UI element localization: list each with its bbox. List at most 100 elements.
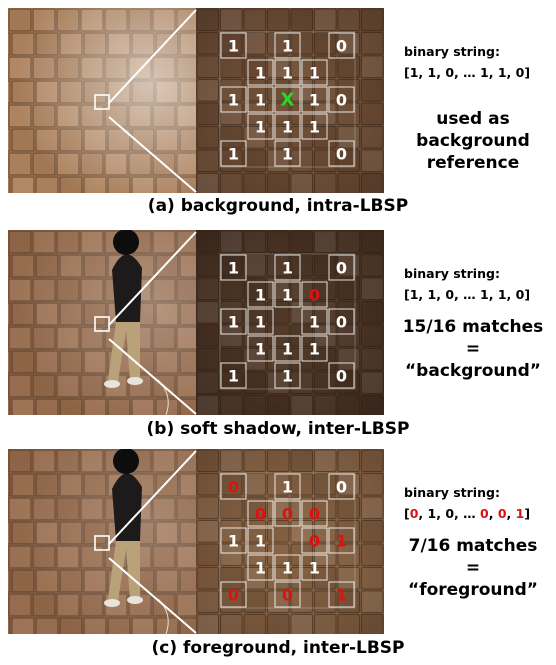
pattern-cell — [247, 308, 274, 335]
patch-pixel — [314, 32, 337, 55]
patch-pixel — [314, 371, 337, 394]
pattern-cell — [274, 500, 301, 527]
binary-char: 0 — [515, 65, 525, 80]
pattern-cell — [247, 113, 274, 140]
binary-bit: 0 — [336, 478, 347, 497]
pattern-cell — [247, 554, 274, 581]
patch-pixel — [196, 254, 219, 277]
binary-char: , — [436, 287, 446, 302]
pattern-cell — [328, 32, 355, 59]
description-line: = — [465, 558, 481, 578]
binary-char: , — [488, 506, 498, 521]
binary-bit: 1 — [255, 313, 266, 332]
description-line: = — [465, 339, 481, 359]
pattern-cell — [274, 254, 301, 281]
binary-char: 0 — [480, 506, 489, 521]
binary-bit: 0 — [336, 313, 347, 332]
description-line: “background” — [405, 361, 541, 381]
pattern-cell — [301, 335, 328, 362]
binary-char: 0 — [497, 506, 507, 521]
patch-background — [196, 449, 384, 634]
patch-pixel — [196, 395, 219, 415]
patch-pixel — [361, 55, 384, 78]
binary-bit: 0 — [282, 586, 293, 605]
pattern-cell — [274, 113, 301, 140]
binary-char: , — [488, 287, 498, 302]
patch-pixel — [220, 277, 243, 300]
binary-char: ] — [524, 287, 531, 302]
patch-pixel — [314, 254, 337, 277]
patch-pixel — [196, 277, 219, 300]
pattern-cell — [220, 32, 247, 59]
patch-pixel — [267, 567, 290, 590]
patch-pixel — [290, 614, 313, 634]
patch-pixel — [243, 371, 266, 394]
binary-char: 0 — [409, 506, 419, 521]
patch-pixel — [196, 79, 219, 102]
binary-bit: 0 — [336, 367, 347, 386]
pattern-cell — [220, 473, 247, 500]
patch-pixel — [337, 324, 360, 347]
patch-pixel — [196, 473, 219, 496]
patch-pixel — [220, 55, 243, 78]
binary-bit: 1 — [282, 559, 293, 578]
patch-pixel — [196, 55, 219, 78]
lbsp-info: binary string: [0, 1, 0, … 0, 0, 1] 7/16… — [392, 449, 552, 634]
pattern-cell — [274, 581, 301, 608]
pattern-cell — [328, 86, 355, 113]
pattern-cell — [274, 86, 301, 113]
patch-pixel — [220, 496, 243, 519]
pattern-cell — [301, 86, 328, 113]
pattern-cell — [220, 86, 247, 113]
patch-pixel — [361, 614, 384, 634]
patch-pixel — [243, 348, 266, 371]
person-shoe — [104, 599, 120, 607]
pattern-cell — [301, 59, 328, 86]
pattern-cell — [247, 86, 274, 113]
binary-bit: 1 — [228, 37, 239, 56]
pattern-cell — [247, 281, 274, 308]
person-shoe — [104, 380, 120, 388]
binary-bit: 0 — [309, 532, 320, 551]
binary-char: , — [436, 65, 446, 80]
patch-pixel — [243, 590, 266, 613]
patch-pixel — [314, 79, 337, 102]
patch-pixel — [290, 254, 313, 277]
patch-pixel — [361, 395, 384, 415]
binary-char: 1 — [480, 65, 489, 80]
pattern-cell — [328, 308, 355, 335]
patch-pixel — [361, 520, 384, 543]
patch-pixel — [196, 520, 219, 543]
floor-tiles-image — [8, 8, 198, 193]
patch-pixel — [243, 449, 266, 472]
binary-string-label: binary string: — [404, 485, 500, 500]
person-torso — [112, 254, 142, 322]
binary-bit: 1 — [255, 91, 266, 110]
binary-bit: 0 — [336, 259, 347, 278]
pattern-cell — [301, 527, 328, 554]
patch-pixel — [267, 8, 290, 31]
pattern-cell — [274, 362, 301, 389]
binary-char: 1 — [427, 506, 437, 521]
patch-pixel — [361, 230, 384, 253]
pattern-cell — [301, 308, 328, 335]
binary-char: [ — [404, 506, 410, 521]
patch-pixel — [290, 8, 313, 31]
binary-string-value: [0, 1, 0, … 0, 0, 1] — [404, 506, 530, 521]
binary-char: , — [506, 65, 516, 80]
patch-pixel — [314, 301, 337, 324]
pattern-cell — [328, 473, 355, 500]
binary-char: , — [506, 506, 516, 521]
floor-tiles-image — [8, 230, 198, 415]
patch-pixel — [196, 590, 219, 613]
binary-bit: 1 — [255, 559, 266, 578]
patch-pixel — [243, 149, 266, 172]
patch-pixel — [337, 173, 360, 193]
pattern-cell — [274, 554, 301, 581]
binary-bit: 1 — [282, 118, 293, 137]
binary-bit: 1 — [228, 91, 239, 110]
patch-pixel — [314, 449, 337, 472]
patch-pixel — [314, 348, 337, 371]
